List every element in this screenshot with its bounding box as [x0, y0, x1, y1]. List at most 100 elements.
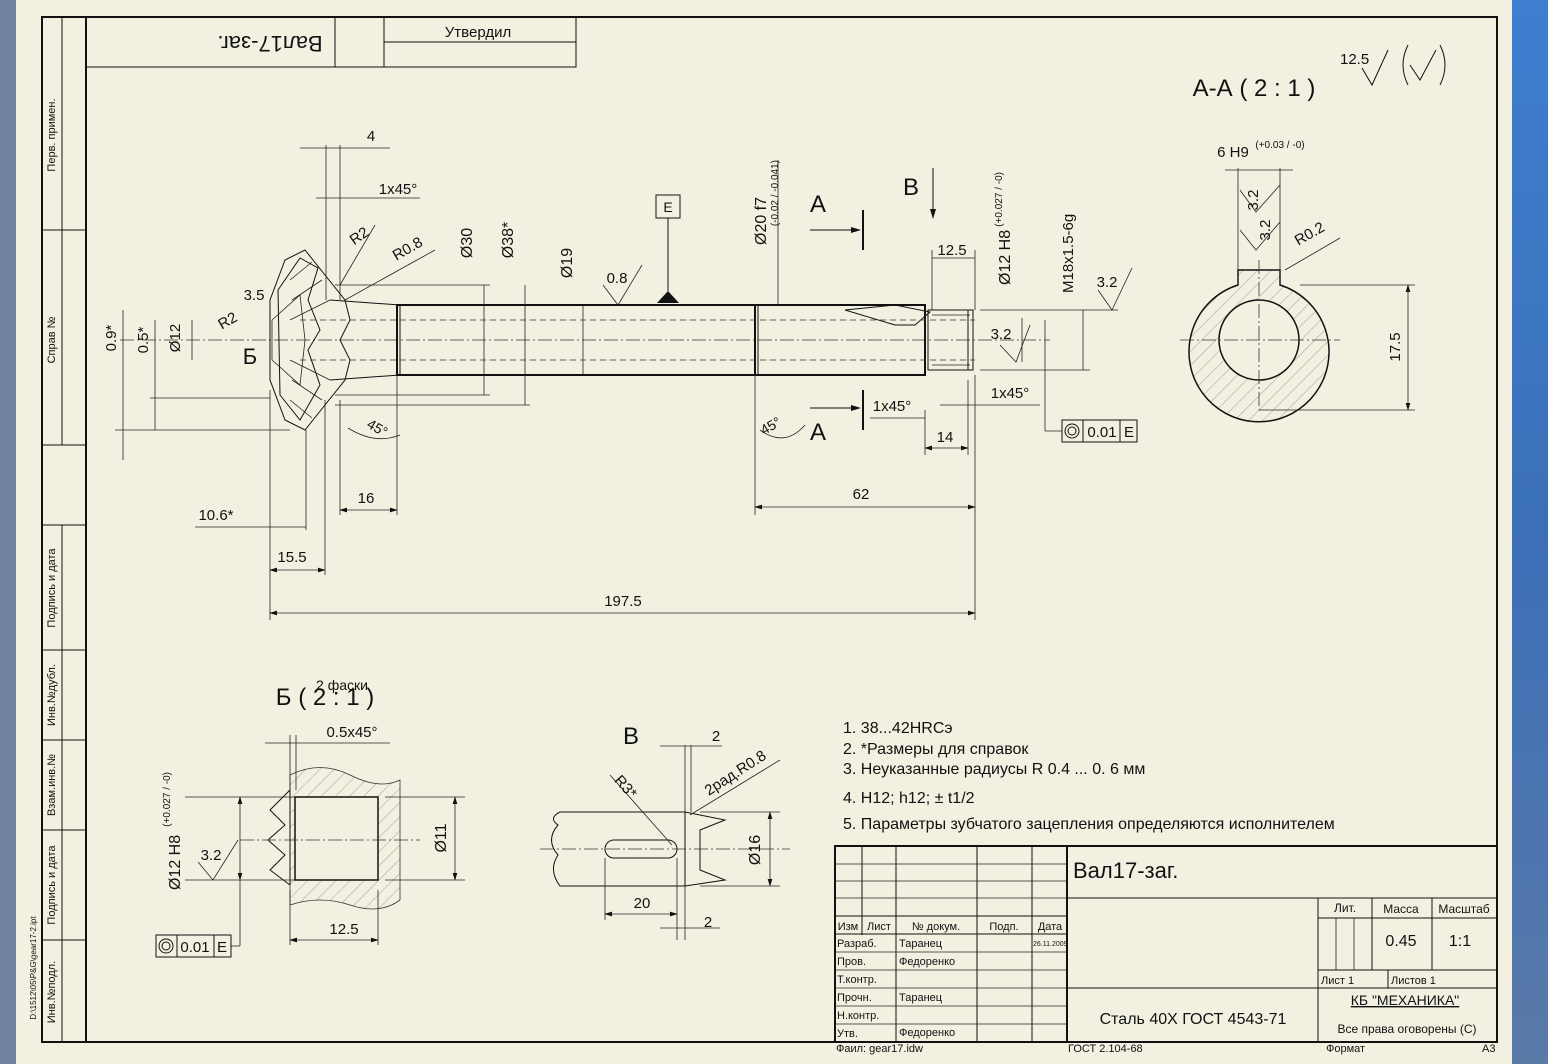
tb-role-5: Н.контр.: [837, 1010, 879, 1022]
tb-sheet: Лист 1: [1321, 975, 1354, 987]
dim-chamfer-right: 1x45°: [991, 385, 1030, 402]
roughness-08: 0.8: [607, 270, 628, 287]
sec-keyway-dim: 6 H9: [1217, 144, 1249, 161]
tb-name-4: Таранец: [899, 992, 943, 1004]
perv-primen-label: Перв. примен.: [46, 98, 58, 171]
dim-10-6: 10.6*: [198, 507, 233, 524]
tb-role-2: Пров.: [837, 956, 866, 968]
section-aa-view: [1180, 168, 1415, 423]
tol-frame-datum: E: [1124, 424, 1134, 441]
tb-role-6: Утв.: [837, 1028, 858, 1040]
sec-roughness-b: 3.2: [1257, 220, 1274, 241]
section-aa-title: А-А ( 2 : 1 ): [1193, 75, 1316, 102]
tb-col-date: Дата: [1038, 921, 1063, 933]
tb-mass: 0.45: [1385, 933, 1416, 950]
tb-name-2: Федоренко: [899, 956, 955, 968]
det-dia11: Ø11: [433, 823, 450, 852]
view-v-shape: [540, 745, 790, 940]
det-roughness: 3.2: [201, 847, 222, 864]
section-a-top-label: А: [810, 191, 826, 218]
roughness-symbol-icon: [1361, 49, 1389, 87]
tb-col-list: Лист: [867, 921, 891, 933]
det-12-5: 12.5: [329, 921, 358, 938]
dim-dia38: Ø38*: [500, 222, 517, 258]
v-dim-2-bottom: 2: [704, 914, 712, 931]
dim-45-right: 45°: [757, 413, 783, 437]
v-r3: R3*: [611, 772, 640, 802]
tb-scale: 1:1: [1449, 933, 1471, 950]
sec-roughness-a: 3.2: [1245, 190, 1262, 211]
det-chamfer: 0.5x45°: [326, 724, 377, 741]
dim-dia12-h8: Ø12 H8: [997, 230, 1014, 285]
v-2rad: 2рад.R0.8: [702, 747, 770, 799]
file-path-label: D:\1512\05\P&G\gear17-2.ipt: [29, 916, 38, 1020]
dim-0-5: 0.5*: [135, 326, 152, 353]
tb-company: КБ "МЕХАНИКА": [1351, 992, 1460, 1008]
view-v-top-label: В: [903, 174, 919, 201]
dim-r2-top: R2: [347, 224, 372, 249]
tb-name-1: Таранец: [899, 938, 943, 950]
podpis-label-1: Подпись и дата: [46, 548, 58, 628]
main-shaft-view: [120, 194, 1050, 431]
dim-chamfer-top: 1x45°: [379, 181, 418, 198]
drawing-sheet: [16, 0, 1512, 1064]
tb-role-1: Разраб.: [837, 938, 877, 950]
tb-role-4: Прочн.: [837, 992, 872, 1004]
v-dim-20: 20: [634, 895, 651, 912]
det-tol-value: 0.01: [180, 939, 209, 956]
tb-file: Фаил: gear17.idw: [836, 1043, 923, 1055]
tb-designation: Вал17-заг.: [1073, 858, 1178, 883]
tb-format-label: Формат: [1326, 1043, 1365, 1055]
section-a-bottom-label: А: [810, 419, 826, 446]
dim-dia12-tol: (+0.027 / -0): [994, 172, 1005, 227]
dim-dia20: Ø20 f7: [753, 197, 770, 245]
outer-frame: [41, 16, 1498, 1043]
tb-date-1: 26.11.2009: [1033, 941, 1068, 948]
tb-rights: Все права оговорены (С): [1337, 1022, 1476, 1036]
tb-sheets: Листов 1: [1391, 975, 1436, 987]
tb-scale-label: Масштаб: [1438, 902, 1489, 916]
tb-gost: ГОСТ 2.104-68: [1068, 1043, 1143, 1055]
approved-label: Утвердил: [445, 24, 511, 41]
dim-dia30: Ø30: [459, 228, 476, 258]
det-tol-datum: E: [217, 939, 227, 956]
dim-45-left: 45°: [364, 415, 390, 439]
upside-title: Вал17-заг.: [217, 31, 322, 56]
vzam-inv-label: Взам.инв.№: [46, 754, 58, 816]
dim-0-9: 0.9*: [103, 324, 120, 351]
dim-16: 16: [358, 490, 375, 507]
main-dimensions: [115, 145, 1138, 620]
view-b-main-label: Б: [243, 344, 257, 369]
inv-dubl-label: Инв.№дубл.: [46, 664, 58, 726]
dim-m18: M18x1.5-6g: [1060, 214, 1077, 293]
sec-r02: R0.2: [1292, 219, 1328, 250]
note-2: 2. *Размеры для справок: [843, 741, 1029, 758]
dim-r2-left: R2: [215, 309, 240, 333]
roughness-check-icon: [1409, 49, 1437, 81]
tb-col-podp: Подп.: [989, 921, 1018, 933]
detail-b-title: Б ( 2 : 1 ): [276, 684, 374, 711]
sprav-label: Справ №: [46, 316, 58, 363]
dim-4: 4: [367, 128, 375, 145]
sec-keyway-tol: (+0.03 / -0): [1255, 140, 1304, 151]
sec-17-5: 17.5: [1387, 332, 1404, 361]
dim-r08: R0.8: [390, 234, 426, 265]
window-edge: [1512, 0, 1548, 1064]
note-3: 3. Неуказанные радиусы R 0.4 ... 0. 6 мм: [843, 761, 1145, 778]
roughness-32-mid: 3.2: [991, 326, 1012, 343]
tb-col-izm: Изм: [838, 921, 859, 933]
dim-197-5: 197.5: [604, 593, 642, 610]
tb-material: Сталь 40Х ГОСТ 4543-71: [1100, 1011, 1287, 1028]
tb-col-doc: № докум.: [912, 921, 960, 933]
dim-chamfer-mid: 1x45°: [873, 398, 912, 415]
dim-15-5: 15.5: [277, 549, 306, 566]
dim-dia19: Ø19: [559, 248, 576, 278]
dim-12-5-top: 12.5: [937, 242, 966, 259]
note-1: 1. 38...42HRCэ: [843, 720, 953, 737]
det-dia12-tol: (+0.027 / -0): [162, 772, 173, 827]
tb-role-3: Т.контр.: [837, 974, 877, 986]
note-5: 5. Параметры зубчатого зацепления опреде…: [843, 816, 1335, 833]
general-roughness: 12.5: [1340, 51, 1369, 68]
podpis-label-2: Подпись и дата: [46, 845, 58, 925]
